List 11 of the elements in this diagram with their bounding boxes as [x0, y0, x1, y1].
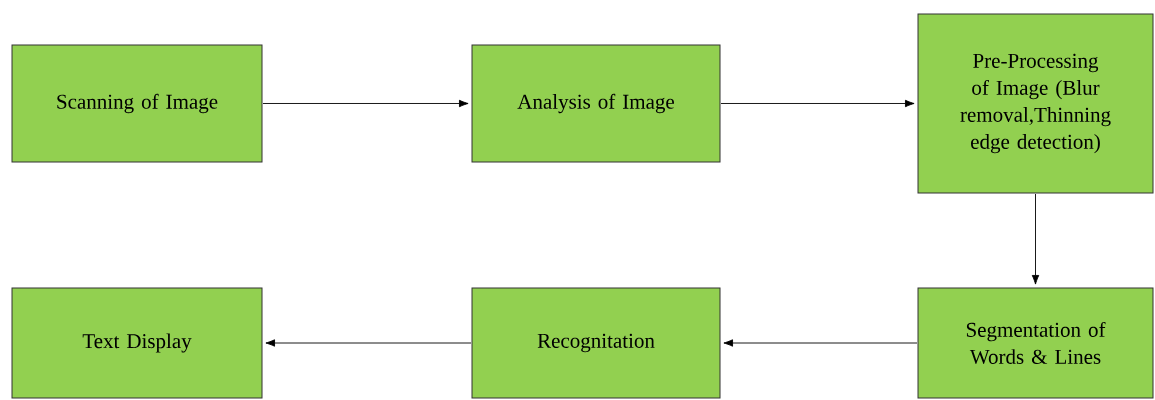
arrow: [720, 99, 915, 108]
arrow: [723, 339, 918, 347]
process-box: Text Display: [11, 287, 263, 399]
arrow: [265, 339, 472, 347]
process-box: Recognitation: [471, 287, 721, 399]
process-box: Analysis of Image: [471, 44, 721, 163]
process-box: Segmentation of Words & Lines: [917, 287, 1154, 399]
arrow: [262, 99, 469, 108]
process-box: Scanning of Image: [11, 44, 263, 163]
process-box: Pre-Processing of Image (Blur removal,Thinning edge detection): [917, 13, 1154, 194]
arrow: [1031, 193, 1040, 285]
